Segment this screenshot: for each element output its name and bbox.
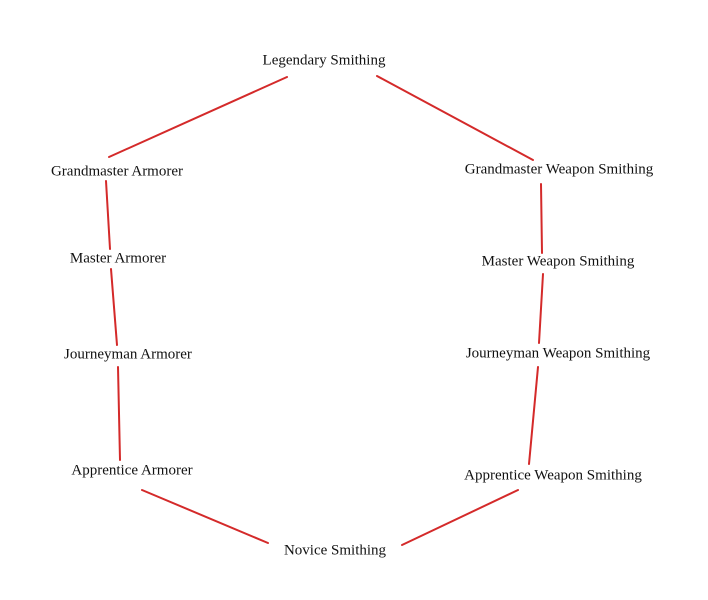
node-journeyman-weapon-smithing: Journeyman Weapon Smithing — [466, 345, 651, 361]
node-master-armorer: Master Armorer — [70, 250, 166, 266]
edge-apprentice-weapon-journeyman-weapon — [528, 366, 539, 465]
node-labels: Legendary Smithing Grandmaster Armorer M… — [51, 52, 654, 558]
node-grandmaster-weapon-smithing: Grandmaster Weapon Smithing — [465, 161, 654, 177]
node-apprentice-armorer: Apprentice Armorer — [71, 462, 192, 478]
node-apprentice-weapon-smithing: Apprentice Weapon Smithing — [464, 467, 642, 483]
node-master-weapon-smithing: Master Weapon Smithing — [482, 253, 635, 269]
edge-journeyman-weapon-master-weapon — [538, 273, 544, 344]
node-grandmaster-armorer: Grandmaster Armorer — [51, 163, 183, 179]
node-novice-smithing: Novice Smithing — [284, 542, 387, 558]
edge-master-weapon-grandmaster-weapon — [540, 183, 543, 254]
node-legendary-smithing: Legendary Smithing — [263, 52, 386, 68]
edge-journeyman-armorer-apprentice-armorer — [117, 366, 121, 461]
connector-lines — [105, 75, 544, 546]
edge-novice-apprentice-weapon — [401, 489, 519, 546]
edge-master-armorer-journeyman-armorer — [110, 268, 118, 346]
edge-legendary-grandmaster-armorer — [108, 76, 288, 158]
edge-apprentice-armorer-novice — [141, 489, 269, 544]
edge-grandmaster-armorer-master-armorer — [105, 180, 111, 250]
node-journeyman-armorer: Journeyman Armorer — [64, 346, 192, 362]
edge-legendary-grandmaster-weapon — [376, 75, 534, 161]
